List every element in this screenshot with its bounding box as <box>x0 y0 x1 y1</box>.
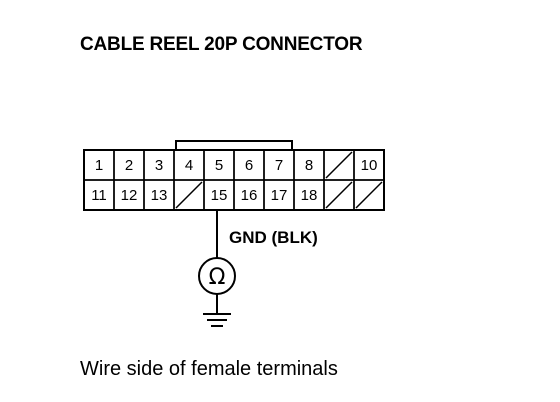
terminal-number: 5 <box>215 157 223 174</box>
terminal-number: 4 <box>185 157 193 174</box>
terminal-number: 13 <box>151 187 168 204</box>
terminal-number: 15 <box>211 187 228 204</box>
terminal-number: 12 <box>121 187 138 204</box>
unused-terminal-mark <box>175 181 203 209</box>
terminal-number: 2 <box>125 157 133 174</box>
terminal-number: 10 <box>361 157 378 174</box>
terminal-cell <box>353 179 385 211</box>
terminal-number: 8 <box>305 157 313 174</box>
terminal-number: 1 <box>95 157 103 174</box>
diagram-title: CABLE REEL 20P CONNECTOR <box>80 34 363 55</box>
diagram-caption: Wire side of female terminals <box>80 358 338 380</box>
unused-terminal-mark <box>325 151 353 179</box>
unused-terminal-mark <box>355 181 383 209</box>
terminal-number: 17 <box>271 187 288 204</box>
terminal-number: 16 <box>241 187 258 204</box>
ground-wire-label: GND (BLK) <box>229 228 318 247</box>
terminal-number: 7 <box>275 157 283 174</box>
ground-icon <box>203 313 231 327</box>
terminal-number: 3 <box>155 157 163 174</box>
terminal-number: 6 <box>245 157 253 174</box>
terminal-number: 18 <box>301 187 318 204</box>
ohm-symbol: Ω <box>209 265 226 290</box>
unused-terminal-mark <box>325 181 353 209</box>
terminal-number: 11 <box>91 187 107 204</box>
connector-lock-tab <box>175 140 293 150</box>
